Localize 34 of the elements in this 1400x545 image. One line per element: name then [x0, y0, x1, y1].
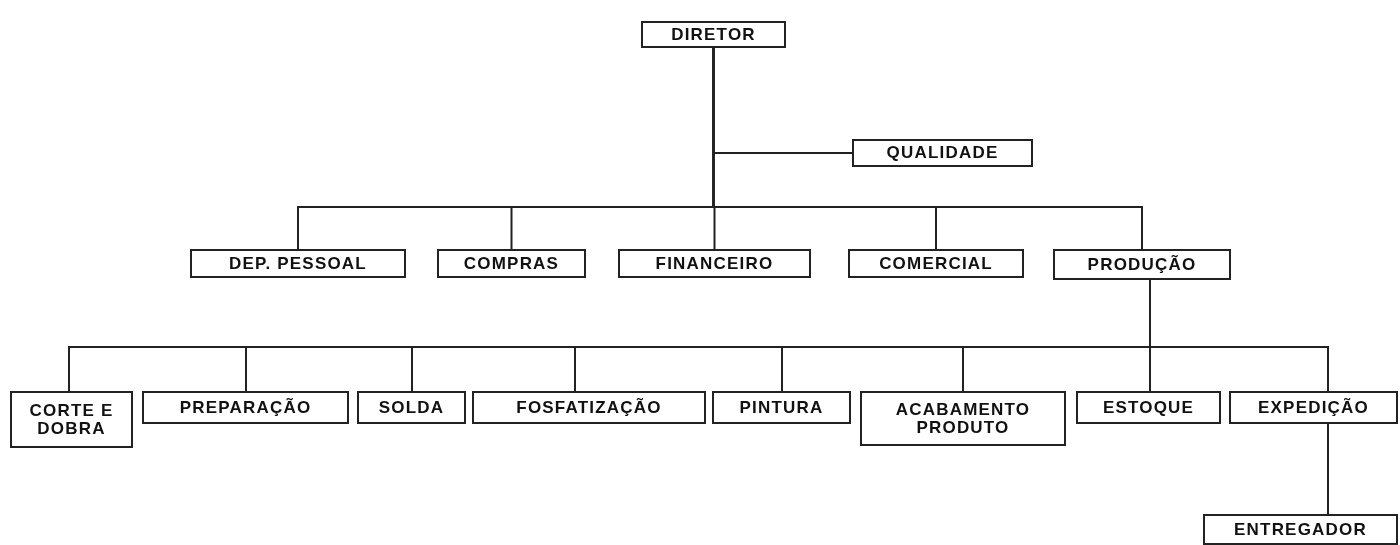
org-box	[641, 21, 786, 48]
connector-line	[1149, 279, 1329, 392]
org-box	[1053, 249, 1231, 280]
org-box	[1076, 391, 1221, 424]
org-box	[1229, 391, 1398, 424]
department-name: PINTURA	[739, 398, 824, 417]
org-box	[142, 391, 349, 424]
org-box	[357, 391, 466, 424]
org-box	[1203, 514, 1398, 545]
department-name: ESTOQUE	[1102, 398, 1195, 417]
department-name: COMPRAS	[463, 254, 560, 273]
department-name: FINANCEIRO	[655, 254, 774, 273]
department-name: DIRETOR	[671, 25, 756, 44]
department-name: ACABAMENTO PRODUTO	[894, 400, 1032, 437]
department-name: PRODUÇÃO	[1087, 255, 1197, 274]
org-box	[618, 249, 811, 278]
department-name: SOLDA	[378, 398, 445, 417]
org-box	[190, 249, 406, 278]
org-box	[10, 391, 133, 448]
org-box	[472, 391, 706, 424]
org-box	[860, 391, 1066, 446]
department-name: QUALIDADE	[886, 144, 999, 162]
org-box	[852, 139, 1033, 167]
department-name: COMERCIAL	[879, 254, 993, 273]
department-name: CORTE E DOBRA	[28, 401, 115, 438]
org-box	[437, 249, 586, 278]
department-name: EXPEDIÇÃO	[1258, 398, 1369, 417]
department-name: ENTREGADOR	[1234, 520, 1367, 539]
department-name: PREPARAÇÃO	[179, 398, 312, 417]
connector-line	[1327, 423, 1329, 515]
org-box	[848, 249, 1024, 278]
department-name: DEP. PESSOAL	[229, 254, 367, 273]
department-name: FOSFATIZAÇÃO	[516, 398, 662, 417]
org-box	[712, 391, 851, 424]
